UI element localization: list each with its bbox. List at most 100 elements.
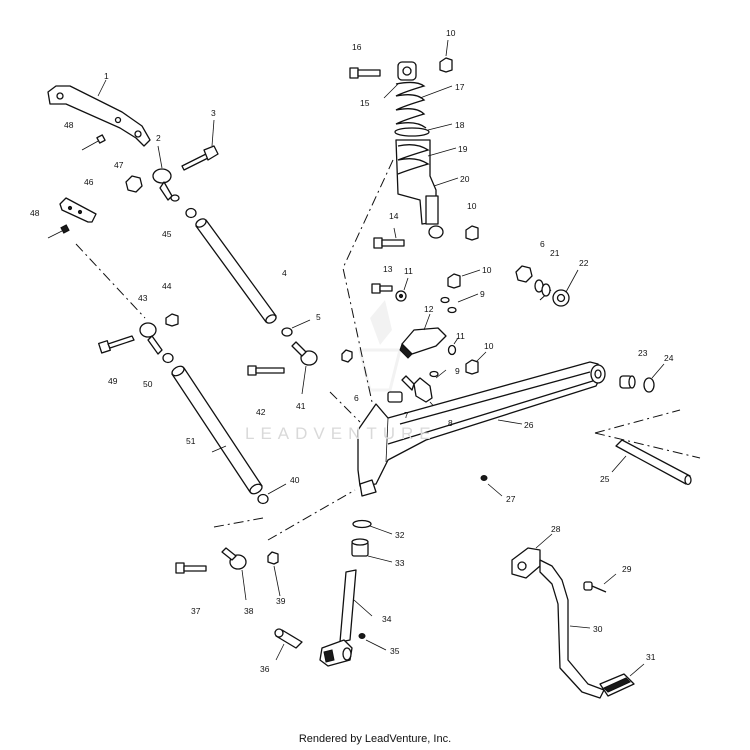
callout-13: 13 xyxy=(383,264,393,274)
bolt-16-part[interactable] xyxy=(349,67,381,79)
bushing-23-part[interactable] xyxy=(619,375,636,389)
callout-40: 40 xyxy=(290,475,300,485)
ball-joint-8-part[interactable] xyxy=(401,375,445,419)
washer-21-part[interactable] xyxy=(534,279,551,297)
callout-49: 49 xyxy=(108,376,118,386)
callout-42: 42 xyxy=(256,407,266,417)
callout-11-upper: 11 xyxy=(404,266,413,276)
fitting-27-part[interactable] xyxy=(480,475,503,497)
callout-1: 1 xyxy=(104,71,109,81)
callout-28: 28 xyxy=(551,524,561,534)
bolt-13-part[interactable] xyxy=(371,283,393,294)
callout-10-knuckle: 10 xyxy=(482,265,492,275)
callout-34: 34 xyxy=(382,614,392,624)
trailing-arm-26-part[interactable] xyxy=(357,361,606,497)
callout-30: 30 xyxy=(593,624,603,634)
callout-43: 43 xyxy=(138,293,148,303)
callout-15: 15 xyxy=(360,98,370,108)
spacer-7-part[interactable] xyxy=(387,391,403,403)
nut-50-part[interactable] xyxy=(162,352,174,364)
pedal-30-part[interactable] xyxy=(539,559,605,699)
callout-labels: 1 2 3 4 5 6 6 7 8 9 9 10 10 10 10 11 11 … xyxy=(30,28,674,674)
callout-17: 17 xyxy=(455,82,465,92)
washer-9-upper-part[interactable] xyxy=(440,293,479,314)
callout-10-top: 10 xyxy=(446,28,456,38)
callout-31: 31 xyxy=(646,652,656,662)
callout-9-upper: 9 xyxy=(480,289,485,299)
footer-credit: Rendered by LeadVenture, Inc. xyxy=(298,733,452,745)
callout-8: 8 xyxy=(448,418,453,428)
spacer-36-part[interactable] xyxy=(274,628,303,661)
callout-39: 39 xyxy=(276,596,286,606)
callout-3: 3 xyxy=(211,108,216,118)
bolt-49-part[interactable] xyxy=(98,335,135,354)
washer-11-upper-part[interactable] xyxy=(395,277,409,302)
callout-25: 25 xyxy=(600,474,610,484)
nut-6-center-part[interactable] xyxy=(341,349,353,363)
tube-4-part[interactable] xyxy=(194,217,277,325)
nut-44-part[interactable] xyxy=(165,313,179,327)
plate-46-part[interactable] xyxy=(59,197,97,223)
bolt-29-part[interactable] xyxy=(583,573,617,593)
bushing-22-part[interactable] xyxy=(552,269,579,307)
washer-9-lower-part[interactable] xyxy=(429,369,447,379)
rod-end-2-part[interactable] xyxy=(152,145,180,202)
bracket-12-part[interactable] xyxy=(399,313,447,359)
ring-24-part[interactable] xyxy=(643,363,665,393)
bolt-37-part[interactable] xyxy=(175,562,207,574)
callout-35: 35 xyxy=(390,646,400,656)
callout-48-lower: 48 xyxy=(30,208,40,218)
shock-absorber-part[interactable] xyxy=(383,61,459,239)
callout-51: 51 xyxy=(186,436,196,446)
bolt-48-upper[interactable] xyxy=(81,134,106,151)
watermark-logo xyxy=(358,300,402,392)
nut-10-top-part[interactable] xyxy=(439,39,453,73)
bushing-33-part[interactable] xyxy=(351,538,393,563)
callout-11-lower: 11 xyxy=(456,331,465,341)
callout-22: 22 xyxy=(579,258,589,268)
rod-end-38-part[interactable] xyxy=(221,547,247,601)
washer-11-lower-part[interactable] xyxy=(447,337,459,356)
nut-47-part[interactable] xyxy=(125,175,143,193)
callout-2: 2 xyxy=(156,133,161,143)
callout-10-shock: 10 xyxy=(467,201,477,211)
bolt-14-part[interactable] xyxy=(373,227,405,249)
bolt-42-part[interactable] xyxy=(247,365,285,376)
tube-51-part[interactable] xyxy=(170,364,263,495)
callout-38: 38 xyxy=(244,606,254,616)
callout-50: 50 xyxy=(143,379,153,389)
callout-23: 23 xyxy=(638,348,648,358)
nut-6-right-part[interactable] xyxy=(515,265,533,283)
callout-48-upper: 48 xyxy=(64,120,74,130)
callout-46: 46 xyxy=(84,177,94,187)
nut-10-arm-part[interactable] xyxy=(465,351,487,375)
callout-6-center: 6 xyxy=(354,393,359,403)
spindle-34-part[interactable] xyxy=(319,569,373,667)
nut-45-part[interactable] xyxy=(185,207,197,219)
watermark-text: LEADVENTURE xyxy=(245,424,437,443)
callout-29: 29 xyxy=(622,564,632,574)
nut-10-knuckle-part[interactable] xyxy=(447,269,481,289)
nut-5-part[interactable] xyxy=(281,319,311,337)
callout-44: 44 xyxy=(162,281,172,291)
nut-10-shock-lower-part[interactable] xyxy=(465,225,479,241)
callout-27: 27 xyxy=(506,494,516,504)
callout-14: 14 xyxy=(389,211,399,221)
callout-10-arm: 10 xyxy=(484,341,494,351)
o-ring-32-part[interactable] xyxy=(352,519,393,535)
callout-45: 45 xyxy=(162,229,172,239)
rod-end-41-part[interactable] xyxy=(291,341,318,395)
shaft-25-part[interactable] xyxy=(611,439,692,486)
callout-6-right: 6 xyxy=(540,239,545,249)
pad-31-part[interactable] xyxy=(599,663,645,697)
callout-26: 26 xyxy=(524,420,534,430)
nut-40-part[interactable] xyxy=(257,483,287,505)
rod-end-43-part[interactable] xyxy=(139,322,163,355)
fitting-35-part[interactable] xyxy=(358,633,387,651)
nut-39-part[interactable] xyxy=(267,551,281,597)
frame-bracket-part[interactable] xyxy=(47,79,151,147)
callout-5: 5 xyxy=(316,312,321,322)
callout-33: 33 xyxy=(395,558,405,568)
bolt-48-lower[interactable] xyxy=(47,224,70,239)
bolt-3-part[interactable] xyxy=(181,119,219,171)
